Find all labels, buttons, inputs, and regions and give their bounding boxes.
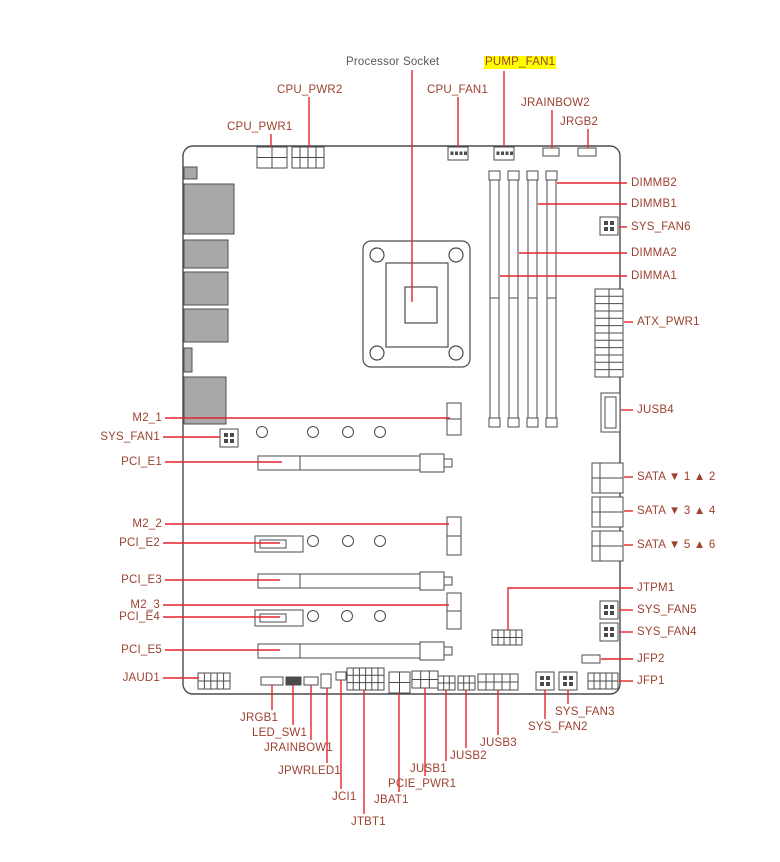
pci-e1-label: PCI_E1 (121, 456, 162, 468)
dimm-slots (488, 170, 558, 428)
rgb-headers (542, 147, 597, 157)
atx-power-connector (594, 288, 624, 378)
jusb4-connector (600, 392, 621, 433)
sys-fan5-header (599, 600, 619, 620)
sata-1-2-label: SATA ▼ 1 ▲ 2 (637, 471, 716, 483)
pump-fan1-header (493, 146, 515, 161)
cpu-fan1-header (447, 146, 469, 161)
leader-lines (163, 70, 633, 814)
atx-pwr1-label: ATX_PWR1 (637, 316, 700, 328)
dimmb2-label: DIMMB2 (631, 177, 677, 189)
jfp2-label: JFP2 (637, 653, 665, 665)
jtpm1-label: JTPM1 (637, 582, 675, 594)
jusb4-label: JUSB4 (637, 404, 674, 416)
sata-connectors (591, 462, 624, 562)
sys-fan1-label: SYS_FAN1 (100, 431, 160, 443)
dimma1-label: DIMMA1 (631, 270, 677, 282)
jbat1-label: JBAT1 (374, 794, 409, 806)
jrgb2-label: JRGB2 (560, 116, 599, 128)
sys-fan3-label: SYS_FAN3 (555, 706, 615, 718)
sys-fan1-header (219, 428, 239, 448)
m2-3-label: M2_3 (130, 599, 160, 611)
pci-e4-label: PCI_E4 (119, 611, 160, 623)
cpu-pwr1-label: CPU_PWR1 (227, 121, 293, 133)
jci1-label: JCI1 (332, 791, 357, 803)
sys-fan2-header (535, 671, 555, 691)
pump-fan1-label: PUMP_FAN1 (484, 56, 557, 69)
jrainbow2-label: JRAINBOW2 (521, 97, 590, 109)
bottom-headers (197, 629, 619, 694)
cpu-pwr2-label: CPU_PWR2 (277, 84, 343, 96)
sys-fan3-header (558, 671, 578, 691)
sys-fan6-label: SYS_FAN6 (631, 221, 691, 233)
jaud1-label: JAUD1 (122, 672, 160, 684)
jtbt1-label: JTBT1 (351, 816, 386, 828)
sys-fan5-label: SYS_FAN5 (637, 604, 697, 616)
jrainbow1-label: JRAINBOW1 (264, 742, 333, 754)
pci-e5-label: PCI_E5 (121, 644, 162, 656)
cpu-power-connectors (256, 146, 325, 169)
standoff-holes (256, 426, 386, 622)
sys-fan4-header (599, 622, 619, 642)
sata-3-4-label: SATA ▼ 3 ▲ 4 (637, 505, 716, 517)
jusb3-label: JUSB3 (480, 737, 517, 749)
jrgb1-label: JRGB1 (240, 712, 279, 724)
sys-fan6-header (599, 216, 619, 236)
cpu-fan1-label: CPU_FAN1 (427, 84, 489, 96)
pcie-slots (254, 453, 453, 661)
jfp1-label: JFP1 (637, 675, 665, 687)
jusb2-label: JUSB2 (450, 750, 487, 762)
pcie-pwr1-label: PCIE_PWR1 (388, 778, 457, 790)
m2-slots (446, 402, 462, 630)
jpwrled1-label: JPWRLED1 (278, 765, 341, 777)
dimmb1-label: DIMMB1 (631, 198, 677, 210)
sys-fan4-label: SYS_FAN4 (637, 626, 697, 638)
led-sw1-label: LED_SW1 (252, 727, 308, 739)
leader-jtpm1 (507, 587, 633, 630)
m2-2-label: M2_2 (132, 518, 162, 530)
jusb1-label: JUSB1 (410, 763, 447, 775)
pci-e2-label: PCI_E2 (119, 537, 160, 549)
rear-io-ports (183, 166, 235, 425)
m2-1-label: M2_1 (132, 412, 162, 424)
sata-5-6-label: SATA ▼ 5 ▲ 6 (637, 539, 716, 551)
sys-fan2-label: SYS_FAN2 (528, 721, 588, 733)
dimma2-label: DIMMA2 (631, 247, 677, 259)
processor-socket-label: Processor Socket (346, 56, 440, 68)
cpu-socket (362, 240, 471, 368)
pci-e3-label: PCI_E3 (121, 574, 162, 586)
